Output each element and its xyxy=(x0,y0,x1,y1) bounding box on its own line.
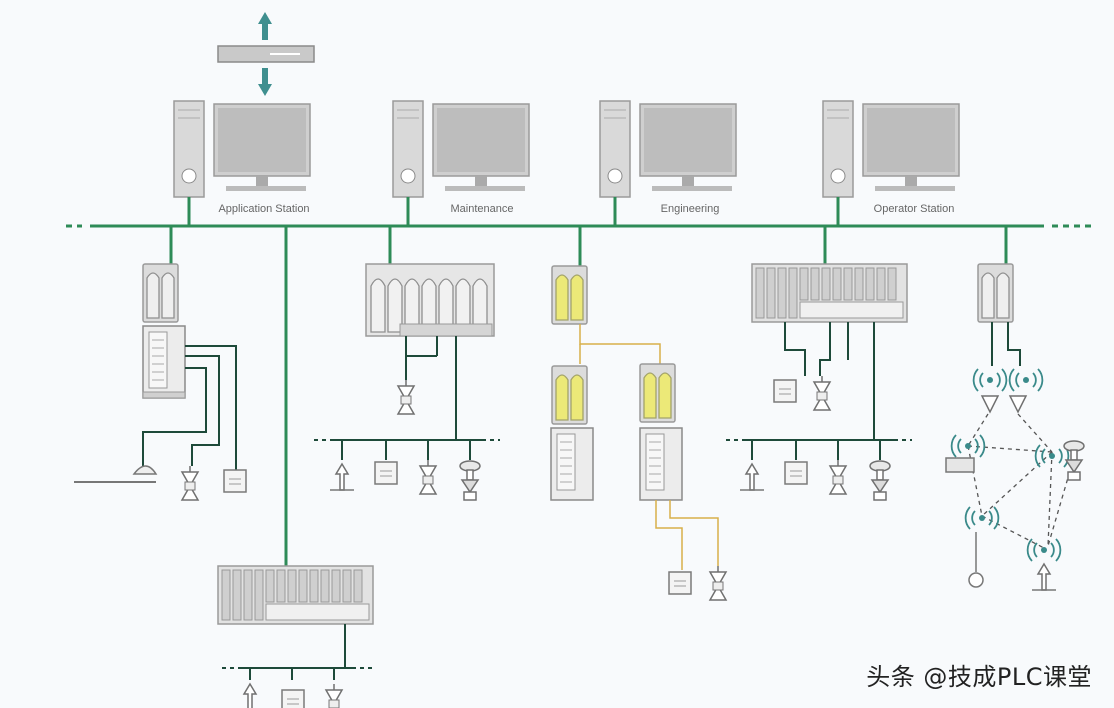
workstation-engineering xyxy=(599,100,737,198)
station-label-engineering: Engineering xyxy=(661,203,720,215)
station-label-operator: Operator Station xyxy=(874,203,955,215)
controller-group-2 xyxy=(314,263,500,501)
station-label-maintenance: Maintenance xyxy=(451,203,514,215)
workstation-application xyxy=(173,100,311,198)
controller-group-4 xyxy=(726,263,912,501)
workstation-operator xyxy=(822,100,960,198)
wireless-group xyxy=(945,263,1085,591)
workstation-maintenance xyxy=(392,100,530,198)
controller-group-1 xyxy=(74,263,247,501)
network-router xyxy=(217,12,315,96)
controller-group-3 xyxy=(550,265,727,601)
controller-group-6 xyxy=(217,565,374,708)
plant-bus xyxy=(66,197,1094,566)
station-label-application: Application Station xyxy=(218,203,309,215)
watermark: 头条 @技成PLC课堂 xyxy=(866,663,1092,691)
